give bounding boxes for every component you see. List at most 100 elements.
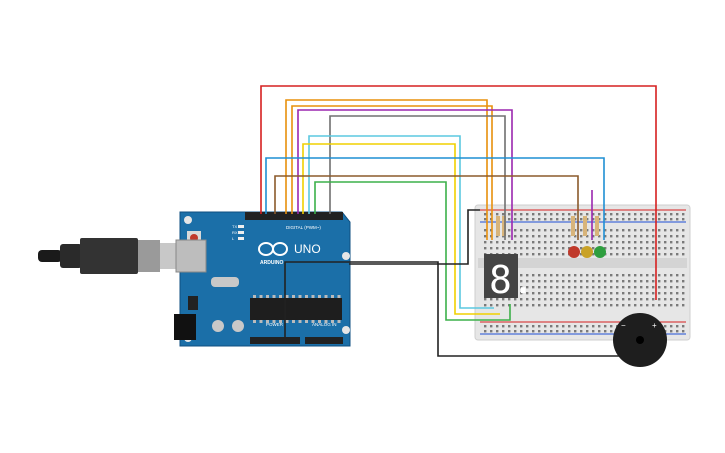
l-label: L <box>232 236 235 241</box>
breadboard-hole <box>604 298 607 301</box>
breadboard-hole <box>484 235 487 238</box>
led-group[interactable] <box>568 246 606 258</box>
breadboard-hole <box>652 253 655 256</box>
breadboard-hole <box>574 298 577 301</box>
breadboard-hole <box>628 274 631 277</box>
breadboard-hole <box>562 325 565 328</box>
breadboard-hole <box>508 298 511 301</box>
breadboard-hole <box>634 292 637 295</box>
breadboard-hole <box>562 218 565 221</box>
wires[interactable] <box>260 85 657 357</box>
breadboard-hole <box>514 235 517 238</box>
breadboard-hole <box>682 213 685 216</box>
breadboard-hole <box>646 304 649 307</box>
breadboard-hole <box>664 241 667 244</box>
breadboard-hole <box>490 247 493 250</box>
breadboard-hole <box>532 292 535 295</box>
breadboard-hole <box>640 218 643 221</box>
breadboard-hole <box>568 241 571 244</box>
breadboard-hole <box>634 247 637 250</box>
breadboard-hole <box>622 247 625 250</box>
breadboard-hole <box>646 292 649 295</box>
breadboard-hole <box>556 253 559 256</box>
breadboard-hole <box>550 235 553 238</box>
breadboard-hole <box>538 304 541 307</box>
breadboard-hole <box>610 304 613 307</box>
breadboard-hole <box>682 325 685 328</box>
breadboard-hole <box>502 325 505 328</box>
breadboard-hole <box>616 274 619 277</box>
breadboard-hole <box>502 304 505 307</box>
arduino-uno-board[interactable]: UNO ARDUINO DIGITAL (PWM~) TX RX L POWER… <box>174 211 351 347</box>
breadboard-hole <box>682 298 685 301</box>
breadboard-hole <box>670 274 673 277</box>
breadboard-hole <box>568 330 571 333</box>
piezo-buzzer[interactable]: − + <box>613 313 667 367</box>
chip-pin <box>318 320 321 323</box>
breadboard-hole <box>604 218 607 221</box>
breadboard-hole <box>526 235 529 238</box>
breadboard-hole <box>622 280 625 283</box>
breadboard-hole <box>508 235 511 238</box>
breadboard-hole <box>538 253 541 256</box>
breadboard-hole <box>610 235 613 238</box>
breadboard-hole <box>520 298 523 301</box>
breadboard-hole <box>574 304 577 307</box>
breadboard-hole <box>682 235 685 238</box>
breadboard-hole <box>562 229 565 232</box>
breadboard-hole <box>526 241 529 244</box>
breadboard-hole <box>550 213 553 216</box>
breadboard-hole <box>568 325 571 328</box>
breadboard-hole <box>616 304 619 307</box>
led-red[interactable] <box>568 246 580 258</box>
breadboard-hole <box>586 229 589 232</box>
breadboard-hole <box>556 280 559 283</box>
chip-pins <box>253 295 341 323</box>
breadboard-hole <box>526 325 529 328</box>
breadboard-hole <box>628 235 631 238</box>
breadboard-hole <box>670 241 673 244</box>
breadboard-hole <box>652 304 655 307</box>
breadboard-hole <box>532 218 535 221</box>
breadboard-hole <box>616 253 619 256</box>
breadboard-hole <box>610 241 613 244</box>
breadboard-hole <box>592 229 595 232</box>
chip-pin <box>298 320 302 323</box>
breadboard-hole <box>670 213 673 216</box>
breadboard-hole <box>616 218 619 221</box>
usb-cable[interactable] <box>38 238 180 274</box>
chip-pin <box>253 295 256 298</box>
breadboard-hole <box>508 229 511 232</box>
breadboard-hole <box>586 274 589 277</box>
breadboard-hole <box>556 213 559 216</box>
wire-green <box>314 181 511 321</box>
breadboard-hole <box>640 274 643 277</box>
breadboard-hole <box>520 286 523 289</box>
wire-purple <box>297 109 513 240</box>
power-header <box>250 337 300 344</box>
capacitor <box>232 320 244 332</box>
breadboard-hole <box>670 292 673 295</box>
seven-segment-display[interactable]: 8. <box>484 254 535 302</box>
breadboard-hole <box>670 286 673 289</box>
chip-pin <box>285 295 289 298</box>
breadboard-hole <box>586 286 589 289</box>
breadboard-hole <box>676 253 679 256</box>
tx-label: TX <box>232 224 237 229</box>
breadboard-hole <box>550 229 553 232</box>
breadboard-hole <box>586 213 589 216</box>
breadboard-hole <box>658 213 661 216</box>
breadboard-hole <box>538 229 541 232</box>
breadboard-hole <box>556 298 559 301</box>
breadboard-hole <box>556 235 559 238</box>
resistors[interactable] <box>496 216 599 236</box>
breadboard-hole <box>496 330 499 333</box>
led-green[interactable] <box>594 246 606 258</box>
led-yellow[interactable] <box>581 246 593 258</box>
breadboard-hole <box>676 247 679 250</box>
breadboard-hole <box>670 298 673 301</box>
breadboard-hole <box>532 325 535 328</box>
breadboard-hole <box>532 213 535 216</box>
breadboard-hole <box>586 218 589 221</box>
